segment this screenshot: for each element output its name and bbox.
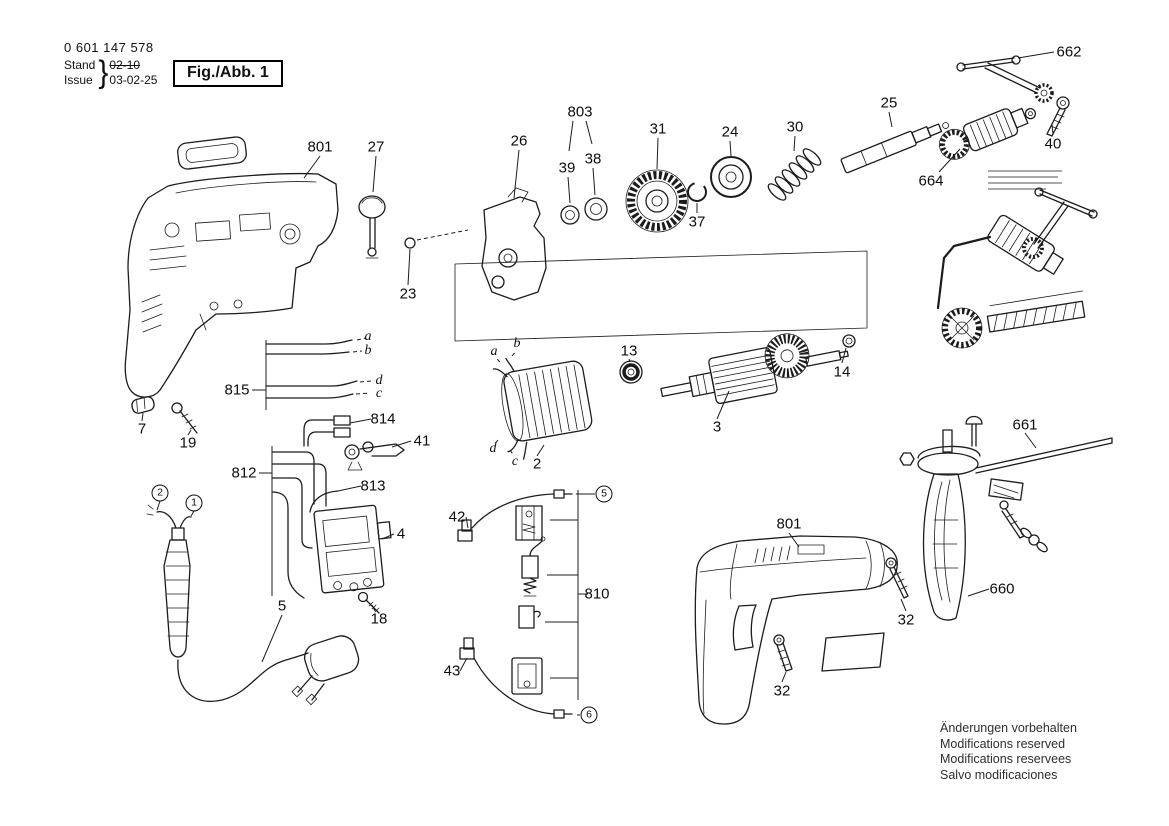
stand-value: 02-10 [109,58,141,72]
rights-line-es: Salvo modificaciones [940,767,1058,782]
part-label-661: 661 [1012,416,1038,434]
part-label-3: 3 [712,418,722,436]
part-label-30: 30 [786,118,804,136]
chuck-key-inset-drawing [936,187,1098,349]
part-label-7: 7 [137,420,147,438]
part-label-43: 43 [443,662,461,680]
part-label-14: 14 [833,363,851,381]
part-label-38: 38 [584,150,602,168]
part-label-circle-6: 6 [580,706,598,724]
part-label-23: 23 [399,285,417,303]
part-label-c-wire: c [375,386,383,401]
part-label-circle-1: 1 [185,494,203,512]
rights-line-en: Modifications reserved [940,736,1066,751]
armature-assembly-drawing [454,250,868,460]
part-label-2: 2 [532,455,542,473]
part-label-814: 814 [370,410,396,428]
gear-train-drawing [358,55,1070,301]
part-label-39: 39 [558,159,576,177]
drill-body-drawing [694,535,909,725]
part-label-circle-2: 2 [151,484,169,502]
part-label-660: 660 [989,580,1015,598]
fine-print-lines [988,170,1062,190]
rights-line-de: Änderungen vorbehalten [940,721,1077,735]
brush-set-drawing [457,489,588,719]
part-label-d-field: d [489,441,497,456]
part-label-circle-5: 5 [595,485,613,503]
part-label-13: 13 [620,342,638,360]
stand-label: Stand [64,58,96,72]
cord-drawing [146,504,360,706]
part-label-812: 812 [231,464,257,482]
housing-left-drawing [124,136,339,434]
part-label-4: 4 [396,525,406,543]
part-label-32-bottom: 32 [773,682,791,700]
part-label-37: 37 [688,213,706,231]
part-label-801-right: 801 [776,515,802,533]
part-label-803: 803 [567,103,593,121]
stand-issue-block: Stand Issue } 02-10 03-02-25 [64,55,158,90]
part-label-a-field: a [490,344,498,359]
part-number: 0 601 147 578 [64,40,154,55]
part-label-b-wire: b [364,343,372,358]
part-label-a-wire: a [364,329,372,344]
part-label-801-left: 801 [307,138,333,156]
part-label-813: 813 [360,477,386,495]
part-label-18: 18 [370,610,388,628]
issue-label: Issue [64,73,93,87]
part-label-27: 27 [367,138,385,156]
part-label-810: 810 [584,585,610,603]
switch-drawing [313,504,392,614]
part-label-19: 19 [179,434,197,452]
part-label-41: 41 [413,432,431,450]
wiring-drawing [265,337,405,599]
part-label-42: 42 [448,508,466,526]
rights-line-fr: Modifications reservees [940,752,1072,767]
part-label-664: 664 [918,172,944,190]
part-label-31: 31 [649,120,667,138]
part-label-26: 26 [510,132,528,150]
part-label-25: 25 [880,94,898,112]
aux-handle-drawing [899,415,1113,621]
brace-glyph: } [98,55,109,90]
part-label-d-wire: d [375,373,383,388]
figure-label: Fig./Abb. 1 [173,60,283,87]
part-label-40: 40 [1044,135,1062,153]
part-label-5: 5 [277,597,287,615]
part-label-662: 662 [1056,43,1082,61]
part-label-b-field: b [513,336,521,351]
rights-notice: Änderungen vorbehalten Modifications res… [940,721,1077,784]
part-label-24: 24 [721,123,739,141]
leader-lines [141,51,1055,716]
issue-value: 03-02-25 [109,73,158,87]
part-label-c-field: c [511,454,519,469]
part-label-815: 815 [224,381,250,399]
part-label-32-right: 32 [897,611,915,629]
